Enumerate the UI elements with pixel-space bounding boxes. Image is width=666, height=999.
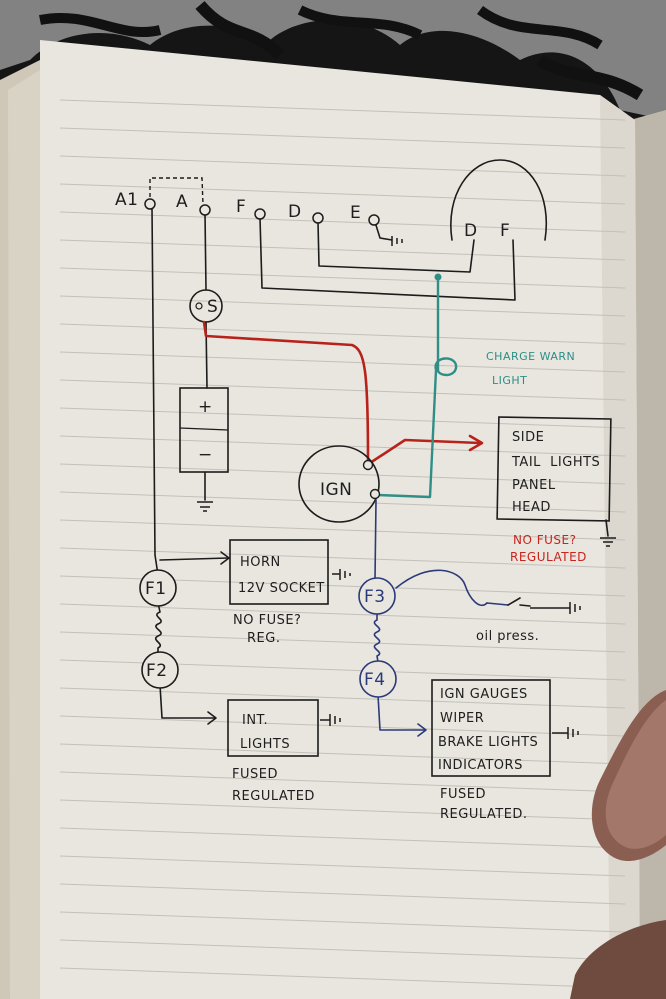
ground-icon [332, 569, 351, 580]
int-label: INT. [242, 713, 268, 728]
ground-icon [552, 727, 579, 739]
lights-note: NO FUSE? REGULATED [510, 533, 587, 564]
starter-label: S [207, 297, 218, 317]
dynamo-f-label: F [500, 221, 510, 241]
lights-head-label: HEAD [512, 500, 551, 515]
thumb [570, 690, 666, 999]
lights-box: SIDE TAIL LIGHTS PANEL HEAD [496, 416, 612, 522]
fuse-f4-label: F4 [364, 670, 386, 690]
oil-press-label: oil press. [476, 629, 539, 644]
terminal-e-label: E [350, 203, 361, 223]
int-lights-label: LIGHTS [240, 737, 290, 752]
fuses: F1 F2 F3 F4 [139, 569, 397, 698]
lights-panel-label: PANEL [512, 478, 556, 493]
fuse-f1: F1 [139, 569, 177, 607]
fuse-f4: F4 [359, 660, 397, 698]
ground-icon [600, 537, 616, 547]
ignition-switch: IGN [298, 445, 381, 523]
gauges-box: IGN GAUGES WIPER BRAKE LIGHTS INDICATORS [431, 679, 551, 777]
black-wiring [149, 159, 609, 725]
ground-icon [391, 236, 403, 246]
dynamo-d-label: D [464, 221, 478, 241]
socket-label: 12V SOCKET [238, 581, 325, 596]
fuse-f2-label: F2 [146, 661, 168, 681]
svg-text:LIGHT: LIGHT [492, 374, 527, 387]
fuse-f1-label: F1 [145, 579, 167, 599]
starter-solenoid: S [189, 289, 223, 323]
horn-box: HORN 12V SOCKET [229, 539, 329, 605]
ground-icon [197, 501, 213, 512]
svg-text:REGULATED: REGULATED [232, 789, 315, 804]
svg-text:REGULATED: REGULATED [510, 550, 587, 564]
terminal-a-label: A [176, 192, 188, 212]
teal-wiring [376, 273, 458, 499]
svg-text:CHARGE WARN: CHARGE WARN [486, 350, 575, 363]
ground-icon [530, 602, 581, 614]
ruled-lines [59, 99, 626, 989]
ignition-label: IGN [320, 480, 352, 500]
fuse-f3: F3 [358, 577, 396, 615]
charge-warn-light-label: CHARGE WARN LIGHT [486, 350, 575, 387]
svg-text:REGULATED.: REGULATED. [440, 807, 528, 822]
horn-note: NO FUSE? REG. [233, 613, 301, 646]
lights-side-label: SIDE [512, 430, 544, 445]
terminal-a1-label: A1 [115, 190, 138, 210]
indicators-label: INDICATORS [438, 758, 523, 773]
gauges-note: FUSED REGULATED. [440, 787, 528, 822]
brake-lights-label: BRAKE LIGHTS [438, 735, 538, 750]
battery-plus-label: + [198, 397, 213, 417]
fuse-f3-label: F3 [364, 587, 386, 607]
ign-gauges-label: IGN GAUGES [440, 687, 528, 702]
svg-text:FUSED: FUSED [440, 787, 486, 802]
svg-text:NO FUSE?: NO FUSE? [513, 533, 577, 547]
ground-icon [320, 714, 341, 726]
svg-text:REG.: REG. [247, 631, 280, 646]
blue-wiring [373, 499, 531, 737]
battery: + − [179, 387, 229, 473]
terminal-circles [144, 198, 380, 226]
wiper-label: WIPER [440, 711, 484, 726]
int-light-note: FUSED REGULATED [232, 767, 315, 804]
terminal-d-label: D [288, 202, 302, 222]
red-wiring [202, 320, 484, 465]
svg-text:NO FUSE?: NO FUSE? [233, 613, 301, 628]
lights-tail-label: TAIL LIGHTS [511, 455, 600, 470]
fuse-f2: F2 [141, 651, 179, 689]
terminal-f-label: F [236, 197, 246, 217]
terminal-labels: A1 A F D E D F [115, 190, 510, 241]
ground-symbols [197, 236, 616, 739]
horn-label: HORN [240, 555, 281, 570]
int-light-box: INT. LIGHTS [227, 699, 319, 757]
svg-text:FUSED: FUSED [232, 767, 278, 782]
battery-minus-label: − [198, 445, 213, 465]
